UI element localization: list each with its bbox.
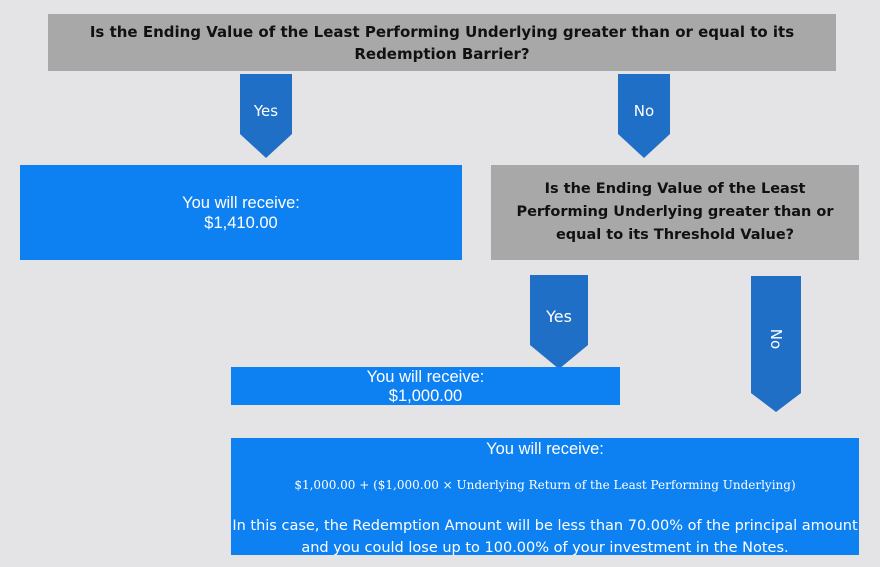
question-2-text: Is the Ending Value of the Least Perform… [516,181,834,243]
result-2-amount: $1,000.00 [388,387,463,405]
arrow-shaft [618,74,670,134]
arrow-head [240,134,292,158]
result-3-label: You will receive: [486,440,604,458]
arrow-label-no: No [633,102,655,120]
arrow-head [751,393,801,412]
result-2-label: You will receive: [366,368,485,386]
arrow-label-yes: Yes [253,102,279,120]
arrow-head [618,134,670,158]
arrow-label-yes: Yes [546,307,572,326]
result-box-2: You will receive: $1,000.00 [231,367,620,405]
result-box-3: You will receive: $1,000.00 + ($1,000.00… [231,438,859,556]
question-1-text: Is the Ending Value of the Least Perform… [89,23,795,63]
result-box-1: You will receive: $1,410.00 [20,165,462,260]
arrow-shaft [751,276,801,393]
result-3-formula: $1,000.00 + ($1,000.00 × Underlying Retu… [294,478,796,492]
result-1-amount: $1,410.00 [204,214,278,232]
question-threshold-value: Is the Ending Value of the Least Perform… [491,165,859,260]
question-redemption-barrier: Is the Ending Value of the Least Perform… [48,14,836,71]
arrow-label-no: No [767,328,785,350]
arrow-head [530,345,588,369]
result-1-label: You will receive: [182,194,300,212]
arrow-shaft [240,74,292,134]
arrow-shaft [530,275,588,345]
result-3-note: In this case, the Redemption Amount will… [232,518,858,556]
